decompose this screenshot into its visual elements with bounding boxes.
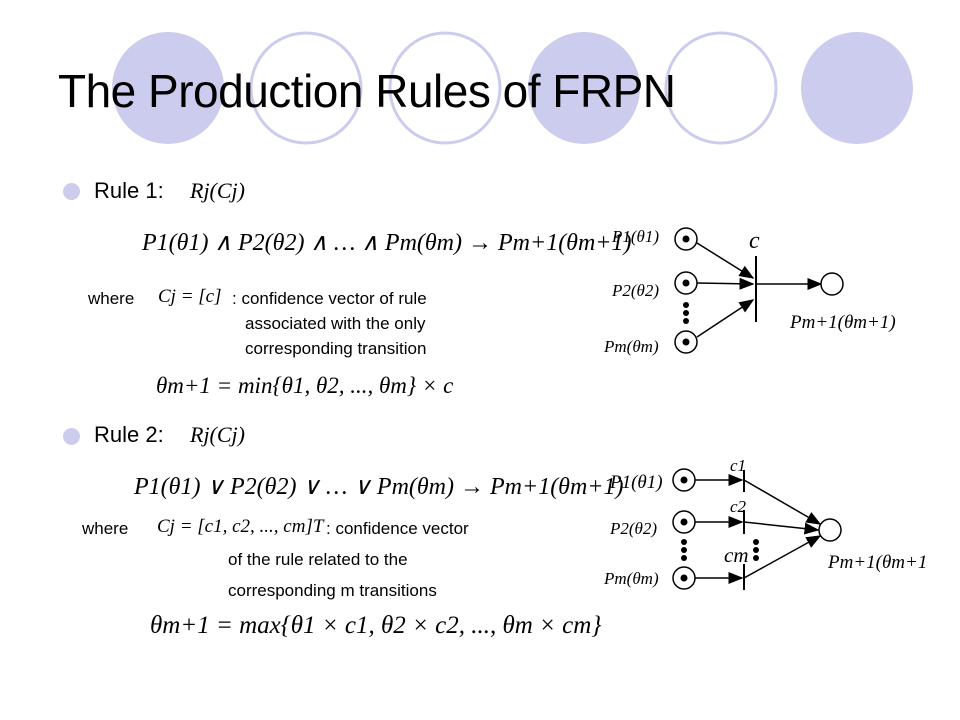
diagram-1-arc-1 <box>696 242 755 279</box>
diagram-1-place-label-3: Pm(θm) <box>603 337 659 356</box>
rule-2-desc-line3: corresponding m transitions <box>228 581 437 600</box>
diagram-2-transition-label-1: c1 <box>730 456 746 475</box>
diagram-1-ellipsis-dot <box>683 302 689 308</box>
diagram-1-output-label: Pm+1(θm+1) <box>789 312 896 333</box>
petri-net-diagram-1: P1(θ1) P2(θ2) Pm(θm) c Pm+1(θm+1) <box>603 227 896 356</box>
diagram-2-arc-out-1 <box>743 479 822 525</box>
diagram-2-arc-out-m <box>743 535 822 579</box>
diagram-2-place-label-2: P2(θ2) <box>609 519 657 538</box>
diagram-2-token-2 <box>680 518 688 526</box>
rule-1-where-math: Cj = [c] <box>158 286 222 307</box>
diagram-2-place-label-1: P1(θ1) <box>609 472 663 493</box>
rule-1-production: P1(θ1) ∧ P2(θ2) ∧ … ∧ Pm(θm) → Pm+1(θm+1… <box>142 230 632 256</box>
rule-1-desc-line2: associated with the only <box>245 314 426 333</box>
rule-2-label: Rule 2: <box>94 422 164 447</box>
diagram-2-transition-label-m: cm <box>724 543 749 567</box>
rule-1-formula: θm+1 = min{θ1, θ2, ..., θm} × c <box>156 373 454 398</box>
rule-2-desc-line1: : confidence vector <box>326 519 469 538</box>
diagram-2-token-1 <box>680 476 688 484</box>
diagram-2-ellipsis-dot <box>753 539 759 545</box>
diagram-2-ellipsis-dot <box>681 547 687 553</box>
diagram-2-ellipsis-dot <box>753 555 759 561</box>
rule-2-where-label: where <box>82 519 129 538</box>
diagram-1-token-2 <box>682 279 690 287</box>
decor-circle-filled-3 <box>801 32 913 144</box>
diagram-1-transition-label: c <box>749 228 760 254</box>
decor-circle-outline-3 <box>664 31 778 145</box>
diagram-1-place-label-1: P1(θ1) <box>611 227 659 246</box>
bullet-rule-2 <box>63 428 80 445</box>
diagram-1-output-place <box>820 272 844 296</box>
diagram-2-ellipsis-dot <box>753 547 759 553</box>
slide-title: The Production Rules of FRPN <box>58 65 676 117</box>
rule-1-where-label: where <box>88 289 135 308</box>
header-circles-decoration <box>112 31 913 145</box>
diagram-2-ellipsis-dot <box>681 539 687 545</box>
rule-2-desc-line2: of the rule related to the <box>228 550 408 569</box>
diagram-2-output-label: Pm+1(θm+1) <box>827 552 926 573</box>
rule-1-header-math: Rj(Cj) <box>190 178 245 203</box>
rule-2-production: P1(θ1) ∨ P2(θ2) ∨ … ∨ Pm(θm) → Pm+1(θm+1… <box>134 474 624 500</box>
decor-circle-outline-1 <box>249 31 363 145</box>
decor-circle-filled-2 <box>528 32 640 144</box>
diagram-1-place-label-2: P2(θ2) <box>611 281 659 300</box>
diagram-2-output-place <box>818 518 842 542</box>
bullet-rule-1 <box>63 183 80 200</box>
diagram-2-place-label-3: Pm(θm) <box>603 569 659 588</box>
diagram-1-ellipsis-dot <box>683 310 689 316</box>
diagram-1-arc-2 <box>696 277 755 290</box>
rule-2-where-math: Cj = [c1, c2, ..., cm]T <box>157 516 324 537</box>
diagram-1-ellipsis-dot <box>683 318 689 324</box>
rule-1-desc-line3: corresponding transition <box>245 339 427 358</box>
rule-1-desc-line1: : confidence vector of rule <box>232 289 427 308</box>
diagram-2-arc-out-2 <box>743 521 820 535</box>
diagram-2-ellipsis-dot <box>681 555 687 561</box>
decor-circle-outline-2 <box>388 31 502 145</box>
rule-1-label: Rule 1: <box>94 178 164 203</box>
diagram-1-token-m <box>682 338 690 346</box>
diagram-1-token-1 <box>682 235 690 243</box>
diagram-2-transition-label-2: c2 <box>730 497 747 516</box>
diagram-2-token-m <box>680 574 688 582</box>
rule-2-formula: θm+1 = max{θ1 × c1, θ2 × c2, ..., θm × c… <box>150 612 602 639</box>
diagram-1-arc-m <box>696 299 755 338</box>
petri-net-diagram-2: P1(θ1) P2(θ2) Pm(θm) c1 c2 cm Pm+1(θm+1) <box>603 456 926 590</box>
rule-2-header-math: Rj(Cj) <box>190 422 245 447</box>
decor-circle-filled-1 <box>112 32 224 144</box>
